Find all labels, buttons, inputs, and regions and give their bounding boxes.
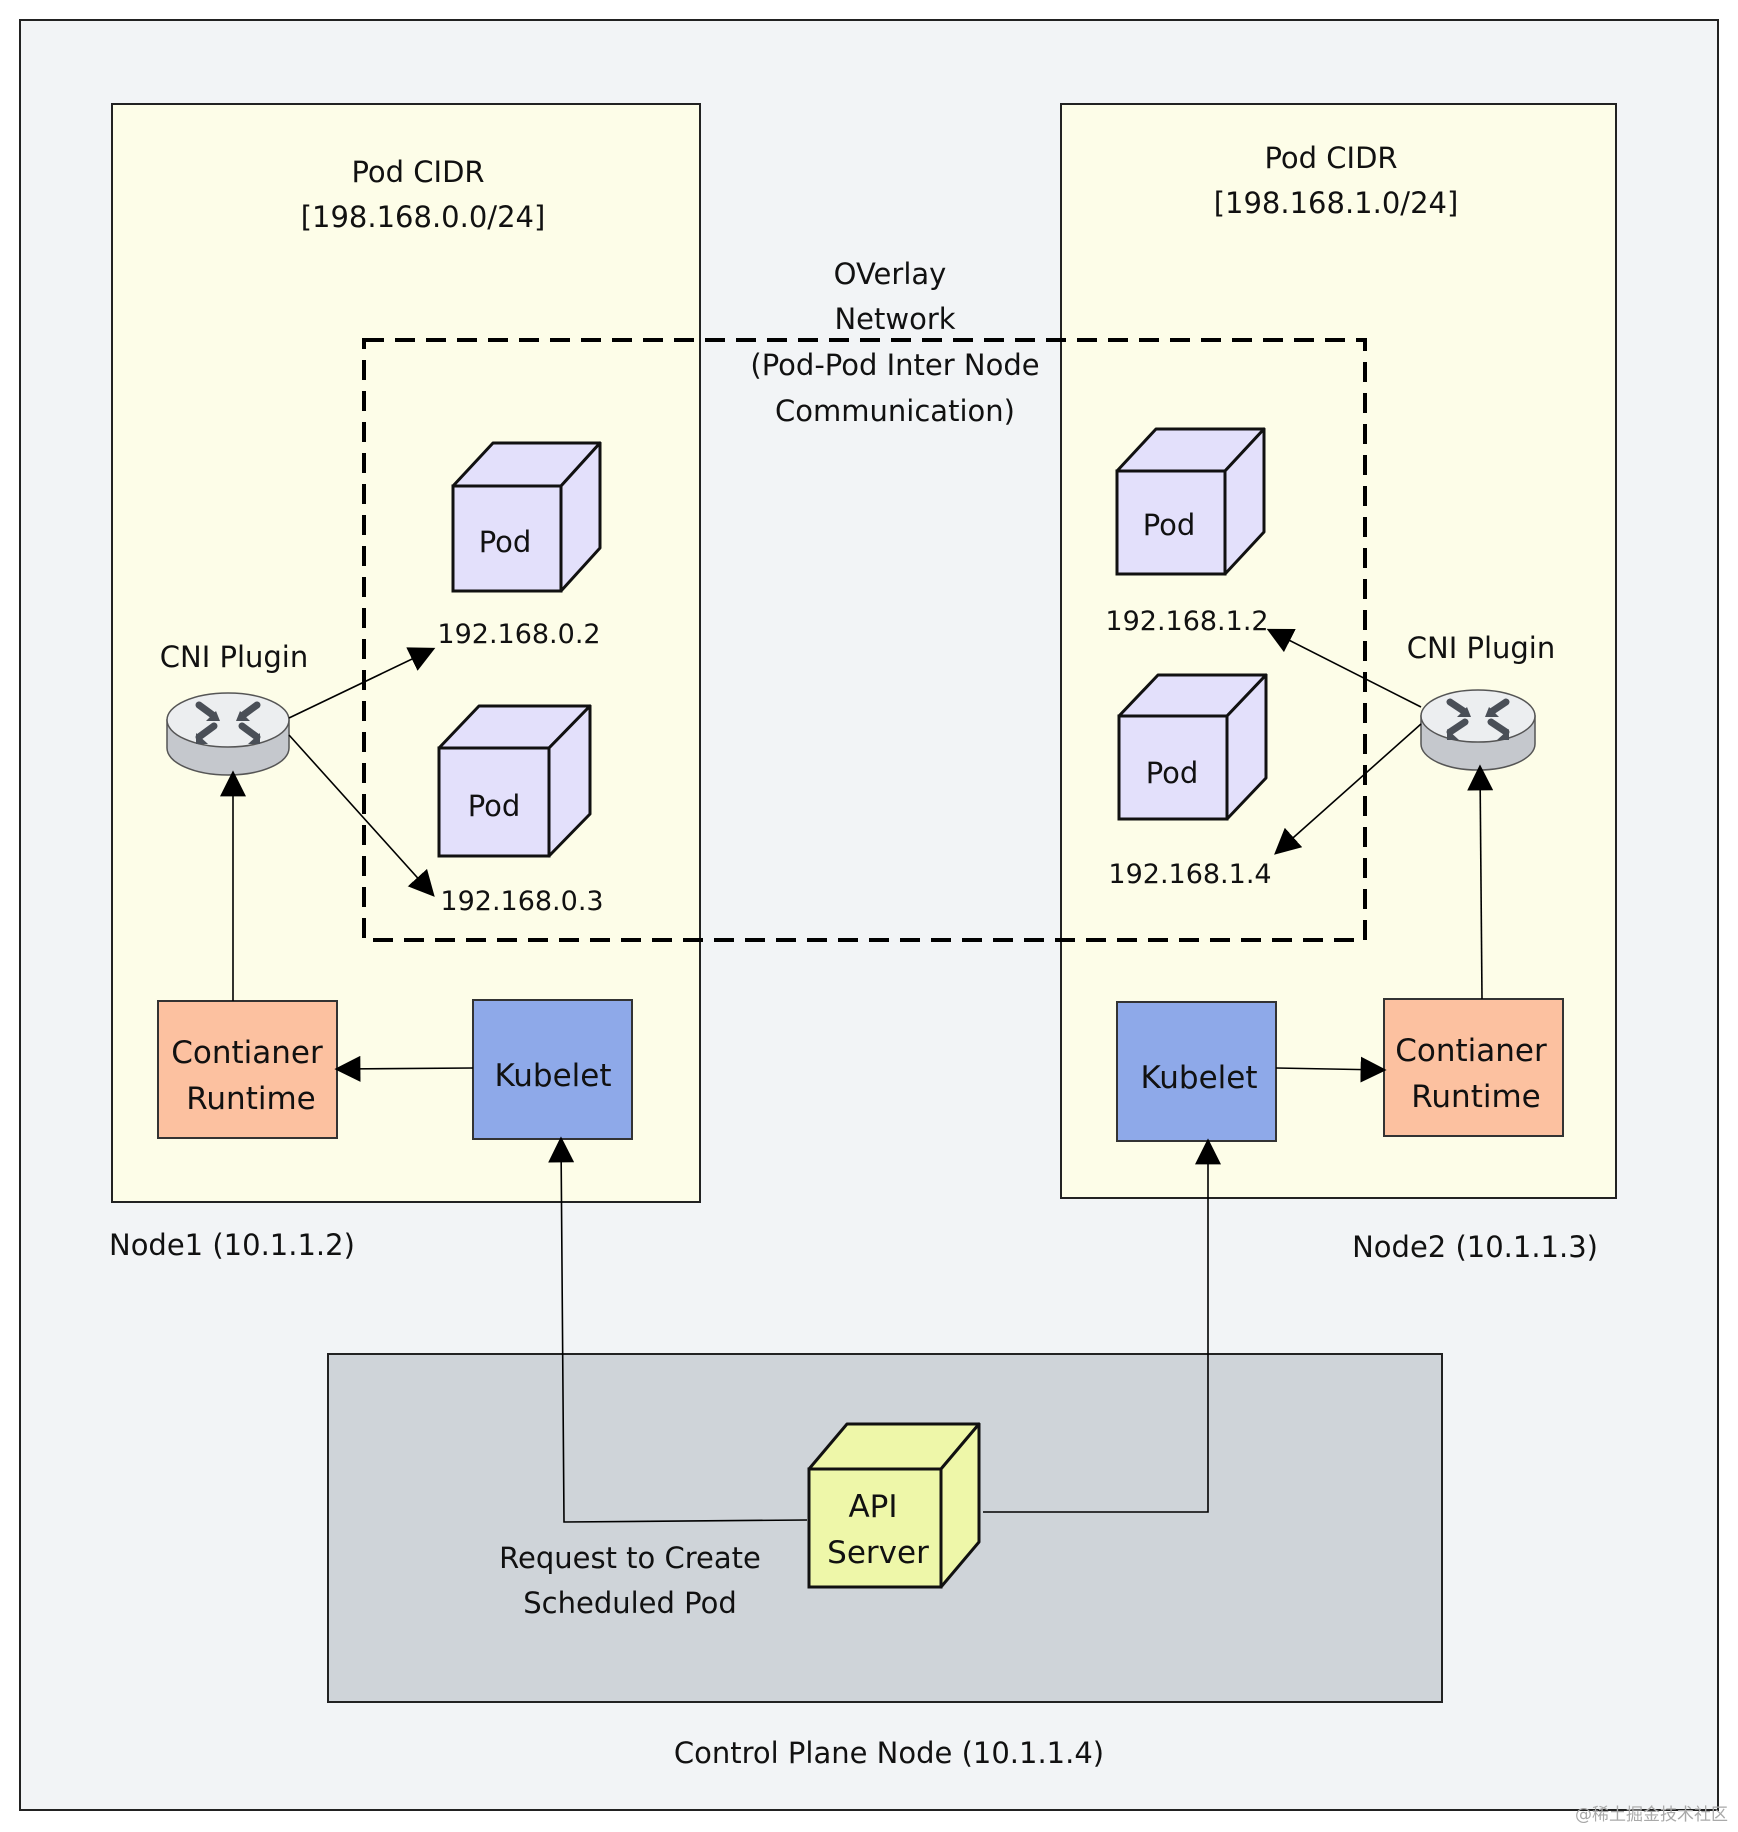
node2-container-runtime-label: Contianer [1395,1033,1547,1069]
pod-ip-label: 192.168.1.4 [1108,859,1271,890]
api-server-to-node2-kubelet-arrow [983,1138,1221,1513]
api-server-cube-icon: API Server [807,1422,981,1589]
node2-pod-cidr-title: Pod CIDR [1264,141,1397,175]
node2-cni-to-pod2-arrow [1274,723,1422,855]
pod-label: Pod [468,789,521,823]
svg-text:OVerlay: OVerlay [834,257,947,291]
router-icon [166,692,290,776]
node2-kubelet-label: Kubelet [1140,1060,1257,1096]
overlay-network-box [362,338,1367,942]
node2-label: Node2 (10.1.1.3) [1352,1230,1598,1264]
watermark: @稀土掘金技术社区 [1575,1805,1728,1825]
node1-container-runtime-label: Contianer [171,1035,323,1071]
node1-container-runtime-box [157,1000,338,1139]
pod-label: Pod [1143,508,1196,542]
node1-pod-cidr-title: Pod CIDR [351,155,484,189]
control-plane-label: Control Plane Node (10.1.1.4) [674,1736,1104,1770]
node1-pod-cidr-value: [198.168.0.0/24] [301,200,546,234]
svg-text:Communication): Communication) [775,394,1015,428]
pod-ip-label: 192.168.0.2 [437,619,600,650]
node1-cni-to-pod1-arrow [288,647,436,719]
node2-runtime-to-cni-arrow [1467,764,1494,1000]
api-server-label: API [848,1489,897,1525]
node1-cni-to-pod2-arrow [288,734,435,897]
pod-cube-icon: Pod [1115,427,1266,576]
node1-cni-plugin-label: CNI Plugin [160,640,308,674]
node1-kubelet-to-runtime-arrow [334,1055,474,1082]
svg-text:Network: Network [834,302,955,336]
pod-cube-icon: Pod [1117,673,1268,821]
pod-label: Pod [479,525,532,559]
pod-ip-label: 192.168.0.3 [440,886,603,917]
node2-cni-to-pod1-arrow [1266,628,1422,708]
node2-cni-plugin-label: CNI Plugin [1407,631,1555,665]
router-icon [1420,689,1536,771]
pod-label: Pod [1146,756,1199,790]
api-server-to-node1-kubelet-arrow [548,1136,808,1523]
node1-label: Node1 (10.1.1.2) [109,1228,355,1262]
request-label: Scheduled Pod [523,1586,737,1620]
node1-kubelet-box [472,999,633,1140]
pod-ip-label: 192.168.1.2 [1105,606,1268,637]
node1-container-runtime-label: Runtime [186,1081,315,1117]
node2-pod-cidr-value: [198.168.1.0/24] [1214,186,1459,220]
node2-kubelet-to-runtime-arrow [1275,1056,1387,1083]
api-server-label: Server [827,1535,929,1571]
overlay-network-label: OVerlay Network (Pod-Pod Inter Node Comm… [750,257,1039,428]
pod-cube-icon: Pod [437,704,592,858]
request-label: Request to Create [499,1541,761,1575]
svg-text:(Pod-Pod Inter Node: (Pod-Pod Inter Node [750,348,1039,382]
pod-cube-icon: Pod [451,441,602,593]
node2-container-runtime-label: Runtime [1411,1079,1540,1115]
node1-kubelet-label: Kubelet [494,1058,611,1094]
